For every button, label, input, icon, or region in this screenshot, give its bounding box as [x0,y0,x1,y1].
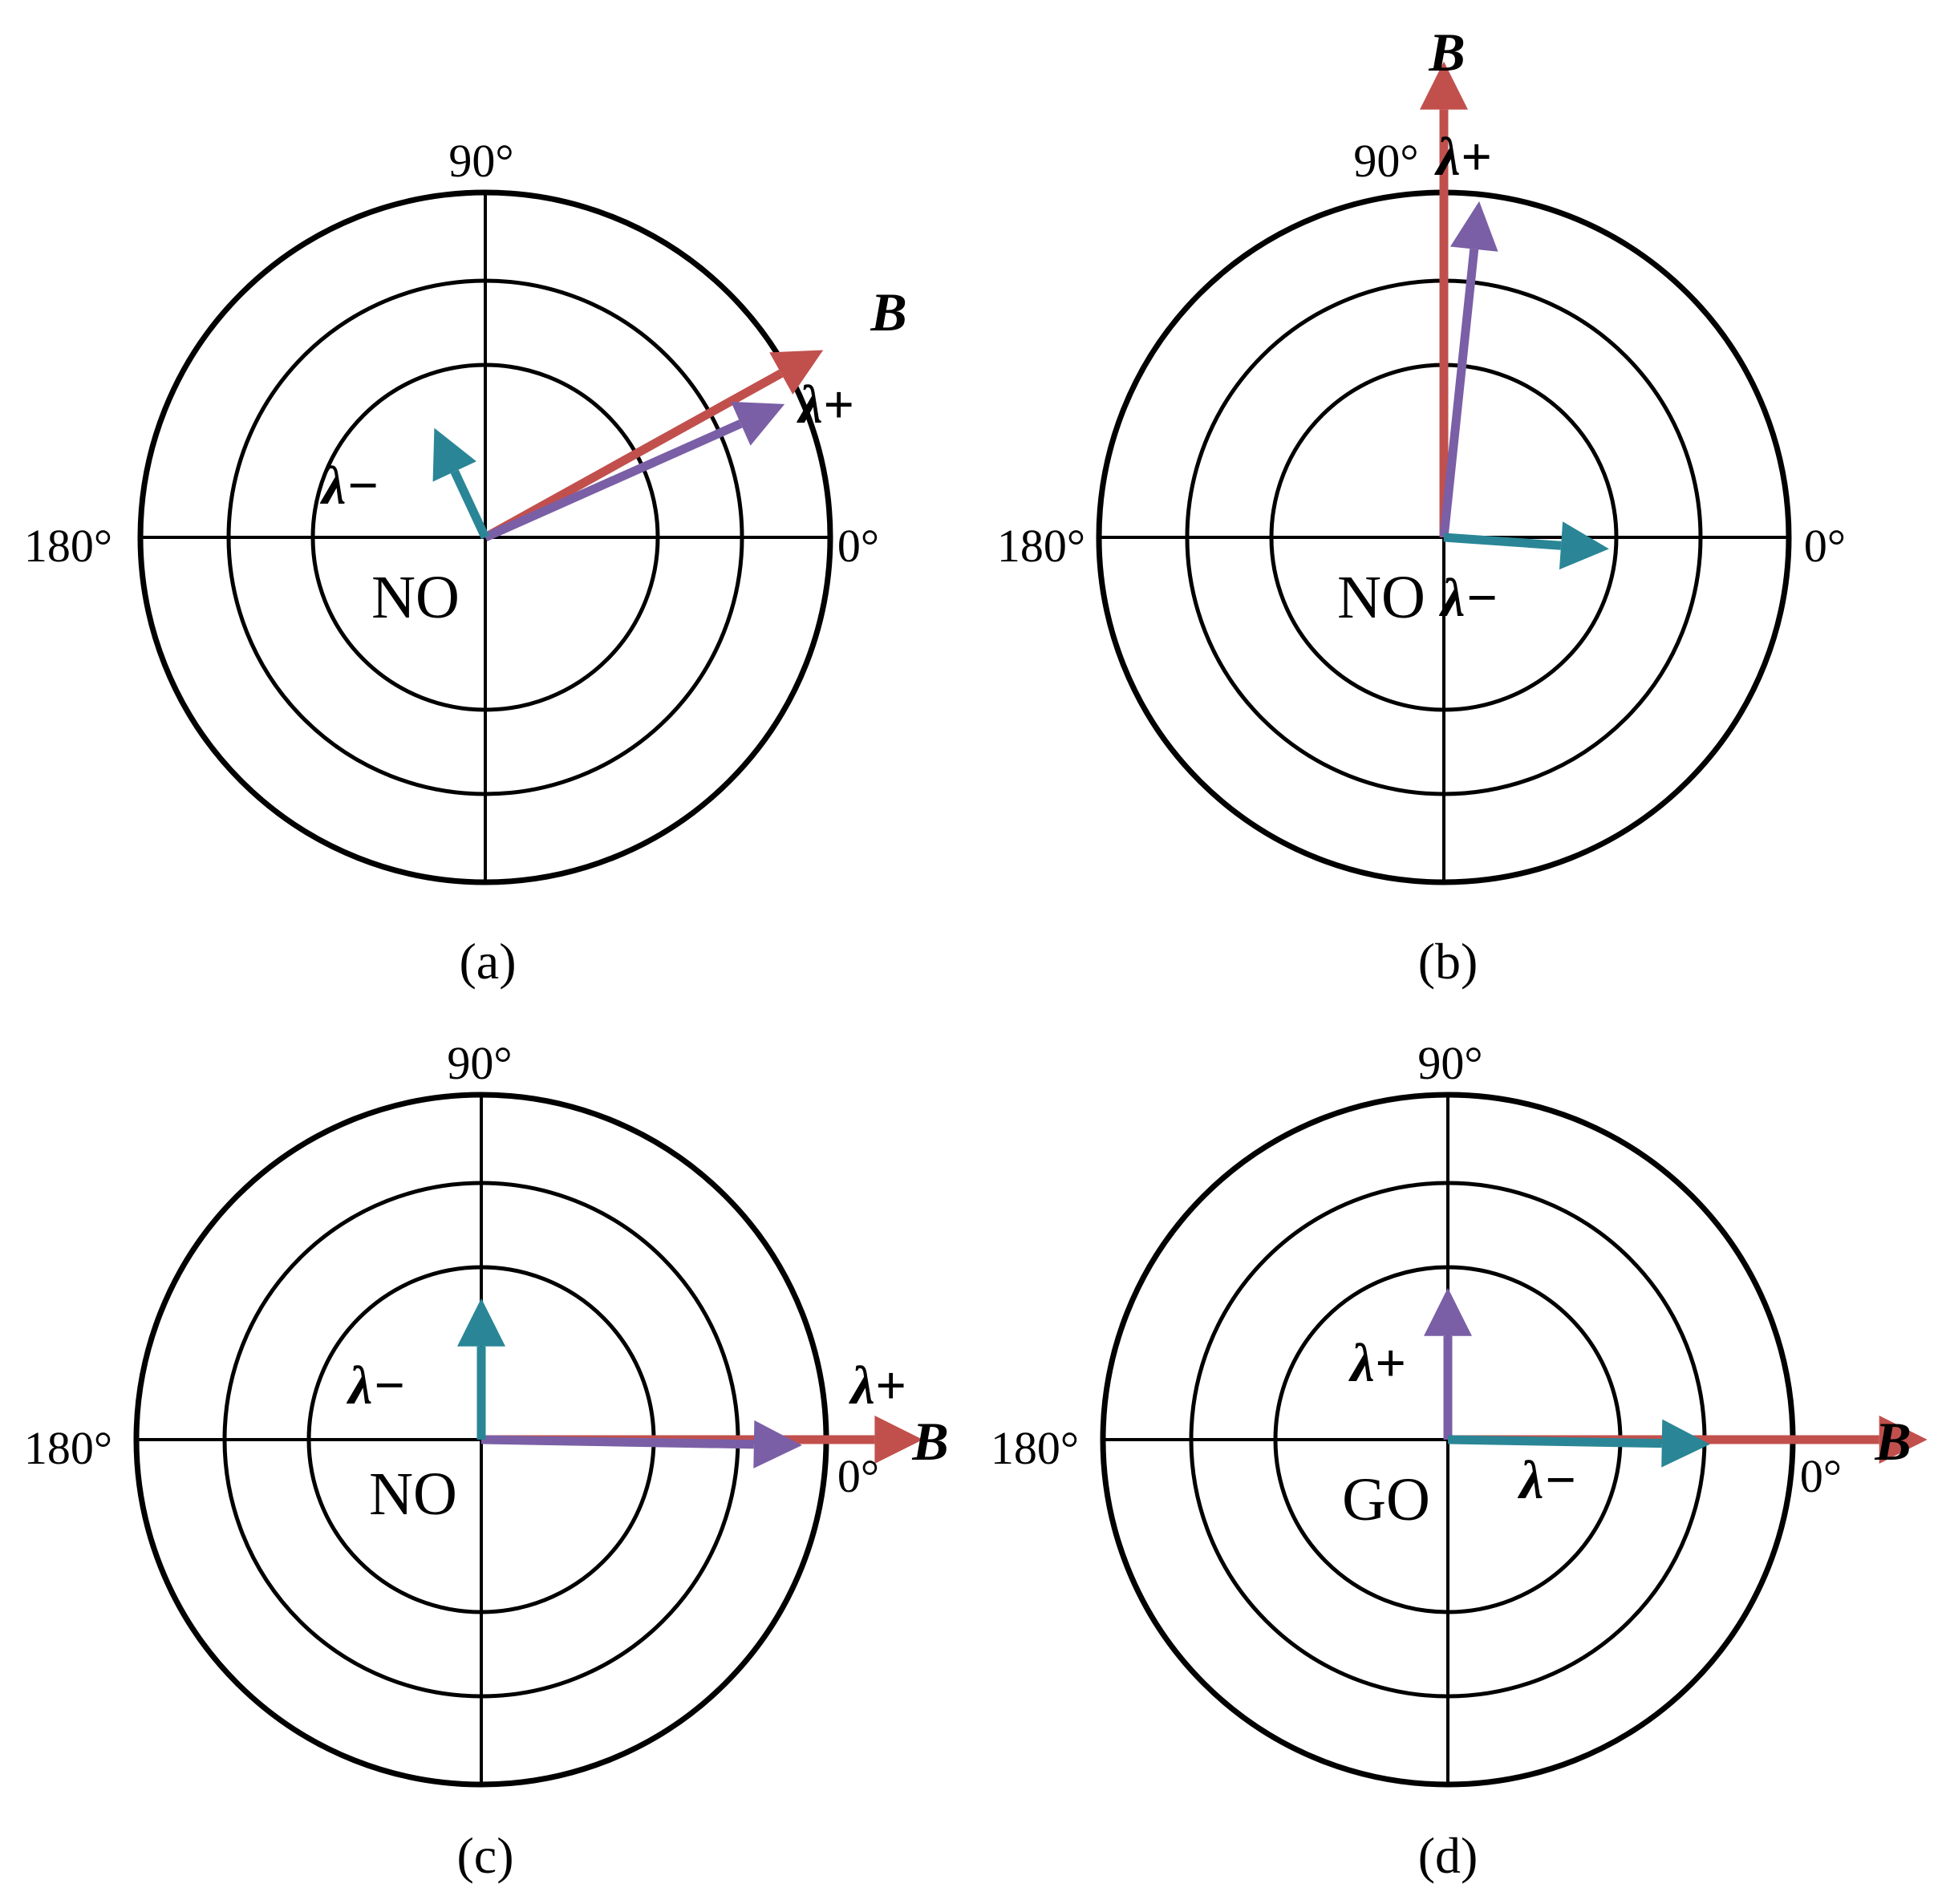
vector-lambda-minus-shaft [1443,533,1562,550]
vector-lambda-plus-arrowhead [753,1420,802,1469]
case-label: NO [369,1460,457,1528]
vector-lambda-plus-shaft [483,419,743,542]
vector-lambda-plus-shaft [1439,249,1479,538]
vector-lambda-minus-arrowhead [1559,521,1609,570]
vector-label-lambda-minus: λ− [1438,567,1498,628]
panel-d: 0° 90° 180° Bλ+ λ− GO (d) [991,1037,1928,1884]
vector-label-lambda-minus: λ− [1517,1449,1576,1510]
vector-B-arrowhead [1420,61,1468,110]
vector-B-shaft [483,369,784,541]
angle-label-90: 90° [448,135,513,187]
angle-label-180: 180° [991,1422,1079,1474]
panel-caption: (d) [1418,1827,1478,1884]
vector-lambda-plus-arrowhead [1424,1287,1472,1336]
vector-B-arrowhead [1879,1416,1928,1464]
angle-label-90: 90° [447,1037,512,1089]
angle-label-0: 0° [837,520,879,572]
angle-label-0: 0° [1804,520,1846,572]
case-label: NO [371,564,460,631]
angle-label-180: 180° [24,1422,112,1474]
vector-lambda-plus-arrowhead [1449,201,1498,252]
angle-label-0: 0° [1800,1450,1842,1502]
vector-label-lambda-minus: λ− [319,455,379,516]
vector-label-lambda-plus: λ+ [1348,1332,1406,1393]
panel-caption: (a) [459,933,516,990]
panel-b: 0° 90° 180° Bλ+ λ−NO (b) [997,22,1846,990]
vector-lambda-plus-shaft [480,1435,754,1449]
vector-label-lambda-plus: λ+ [797,374,854,435]
vector-label-b: B [911,1411,948,1472]
vector-lambda-minus-arrowhead [1661,1419,1710,1468]
angle-label-0: 0° [837,1450,879,1502]
vector-label-b: B [1428,22,1465,83]
vector-lambda-minus-arrowhead [432,427,476,482]
vector-lambda-plus-arrowhead [731,401,785,446]
angle-label-90: 90° [1417,1037,1482,1089]
angle-label-90: 90° [1353,135,1418,187]
panel-caption: (c) [456,1827,513,1884]
vector-lambda-minus-arrowhead [457,1298,505,1347]
angle-label-180: 180° [997,520,1085,572]
panel-a: 0° 90° 180° Bλ+ λ− NO (a) [24,135,907,990]
vector-B-arrowhead [769,350,824,395]
panel-c: 0° 90° 180° Bλ+ λ− NO (c) [24,1037,949,1884]
vector-label-b: B [1874,1411,1911,1472]
panel-caption: (b) [1418,933,1478,990]
vector-label-lambda-plus: λ+ [849,1355,906,1416]
vector-label-lambda-minus: λ− [346,1355,405,1416]
angle-label-180: 180° [24,520,112,572]
vector-lambda-minus-shaft [1447,1435,1662,1448]
vector-label-b: B [870,282,906,342]
vector-B-arrowhead [874,1416,923,1464]
vector-label-lambda-plus: λ+ [1434,126,1492,187]
case-label: GO [1342,1466,1430,1533]
case-label: NO [1337,564,1425,631]
vector-lambda-minus-shaft [450,469,489,540]
